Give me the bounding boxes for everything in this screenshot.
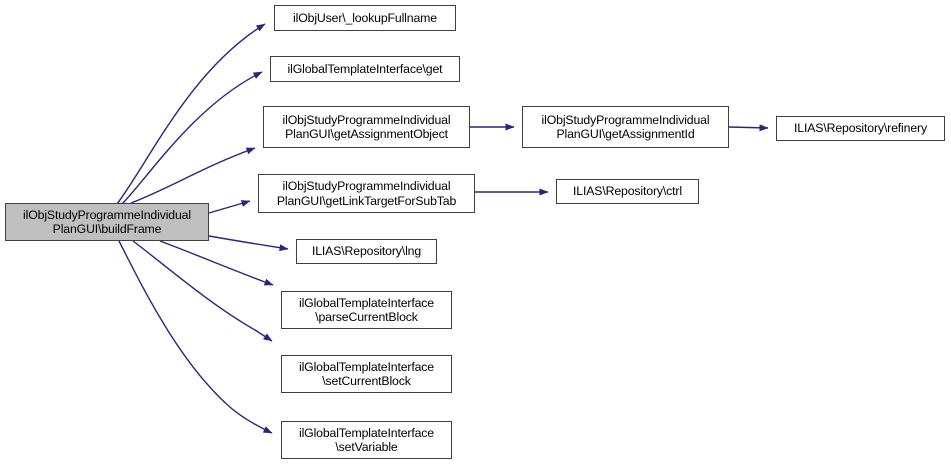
graph-node-label: ilObjStudyProgrammeIndividual PlanGUI\ge… bbox=[282, 112, 451, 142]
graph-node-setCurrentBlock[interactable]: ilGlobalTemplateInterface \setCurrentBlo… bbox=[281, 355, 452, 393]
edge-buildFrame-to-parseCurrentBlock bbox=[159, 240, 274, 286]
graph-node-label: ILIAS\Repository\refinery bbox=[794, 121, 927, 136]
graph-node-label: ILIAS\Repository\ctrl bbox=[573, 184, 682, 199]
graph-node-get[interactable]: ilGlobalTemplateInterface\get bbox=[270, 56, 460, 82]
graph-node-lookupFullname[interactable]: ilObjUser\_lookupFullname bbox=[274, 5, 456, 31]
graph-node-label: ilGlobalTemplateInterface \setCurrentBlo… bbox=[298, 359, 434, 389]
graph-node-label: ilObjUser\_lookupFullname bbox=[293, 10, 437, 25]
edge-buildFrame-to-setVariable bbox=[118, 240, 273, 434]
edge-buildFrame-to-setCurrentBlock bbox=[132, 240, 273, 342]
graph-node-label: ilObjStudyProgrammeIndividual PlanGUI\ge… bbox=[276, 179, 457, 208]
graph-node-setVariable[interactable]: ilGlobalTemplateInterface \setVariable bbox=[281, 421, 452, 459]
graph-node-label: ilGlobalTemplateInterface \parseCurrentB… bbox=[298, 295, 434, 325]
graph-node-label: ilGlobalTemplateInterface \setVariable bbox=[298, 425, 434, 455]
edge-getAssignmentId-to-refinery bbox=[728, 124, 769, 132]
edge-buildFrame-to-lng bbox=[208, 235, 289, 252]
edge-buildFrame-to-getAssignmentObject bbox=[130, 147, 256, 204]
graph-node-ctrl[interactable]: ILIAS\Repository\ctrl bbox=[556, 179, 699, 204]
graph-node-getAssignmentObject[interactable]: ilObjStudyProgrammeIndividual PlanGUI\ge… bbox=[263, 106, 470, 148]
graph-node-label: ilObjStudyProgrammeIndividual PlanGUI\bu… bbox=[23, 207, 191, 237]
edge-buildFrame-to-get bbox=[121, 71, 263, 205]
graph-node-lng[interactable]: ILIAS\Repository\lng bbox=[296, 239, 437, 264]
edge-buildFrame-to-lookupFullname bbox=[116, 23, 266, 205]
graph-node-getLinkTargetForSubTab[interactable]: ilObjStudyProgrammeIndividual PlanGUI\ge… bbox=[258, 174, 475, 213]
graph-node-label: ilObjStudyProgrammeIndividual PlanGUI\ge… bbox=[541, 112, 710, 142]
graph-node-buildFrame[interactable]: ilObjStudyProgrammeIndividual PlanGUI\bu… bbox=[5, 203, 209, 241]
graph-node-parseCurrentBlock[interactable]: ilGlobalTemplateInterface \parseCurrentB… bbox=[281, 291, 452, 329]
graph-node-label: ILIAS\Repository\lng bbox=[311, 244, 422, 259]
edge-buildFrame-to-getLinkTargetForSubTab bbox=[208, 200, 251, 214]
graph-node-refinery[interactable]: ILIAS\Repository\refinery bbox=[776, 116, 945, 141]
graph-node-label: ilGlobalTemplateInterface\get bbox=[287, 61, 443, 76]
graph-node-getAssignmentId[interactable]: ilObjStudyProgrammeIndividual PlanGUI\ge… bbox=[522, 106, 729, 148]
